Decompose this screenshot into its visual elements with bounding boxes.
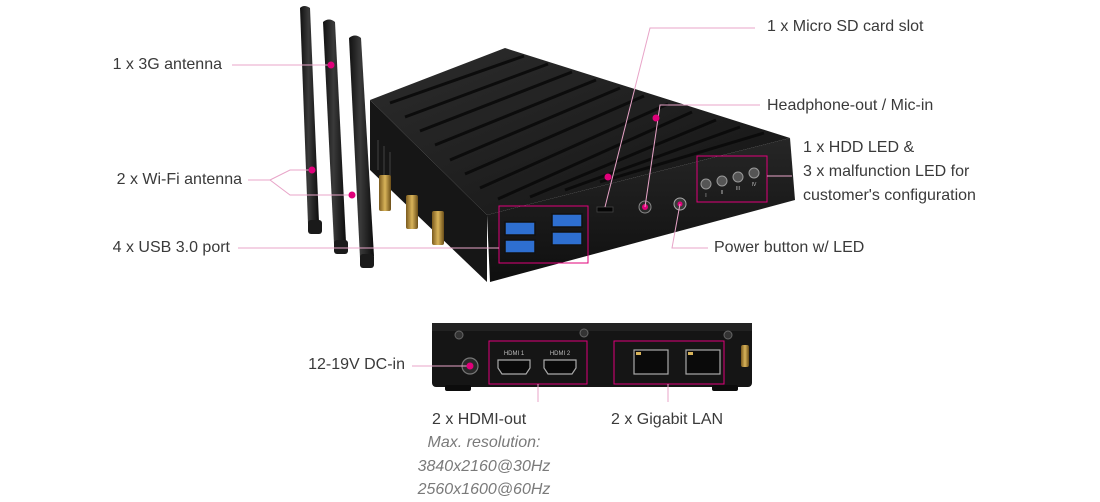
lan-port-2-led	[688, 352, 693, 355]
callout-dot	[348, 191, 356, 199]
label-3g-antenna: 1 x 3G antenna	[112, 56, 222, 73]
callout-wifi-2	[269, 169, 312, 181]
label-hdmi: 2 x HDMI-out	[432, 411, 527, 428]
antennas	[300, 6, 374, 268]
hdmi-note-line2: 2560x1600@60Hz	[417, 481, 551, 498]
hdmi1-label: HDMI 1	[504, 351, 525, 357]
led	[716, 175, 728, 187]
mini-pc-perspective	[300, 6, 795, 282]
device-left-side	[370, 100, 487, 282]
label-headphone: Headphone-out / Mic-in	[767, 97, 934, 114]
callout-dot	[466, 362, 474, 370]
lan-port-1-led	[636, 352, 641, 355]
hdmi-note-title: Max. resolution:	[427, 434, 541, 451]
side-sma-connector	[741, 345, 749, 367]
led	[700, 178, 712, 190]
callout-dots-top	[308, 61, 660, 199]
callout-headphone	[644, 104, 760, 208]
label-leds: 1 x HDD LED & 3 x malfunction LED for cu…	[803, 139, 976, 204]
antenna-hinge	[334, 240, 348, 254]
callout-lines-top	[232, 27, 792, 249]
hdmi-note-line1: 3840x2160@30Hz	[417, 458, 551, 475]
led-mark: II	[721, 190, 724, 196]
usb-highlight-box	[498, 205, 589, 264]
antenna-hinge	[360, 254, 374, 268]
usb-port	[551, 231, 583, 246]
callout-dot	[308, 166, 316, 174]
foot	[712, 385, 738, 391]
led	[732, 171, 744, 183]
rear-panel-top-strip	[432, 323, 752, 331]
lan-highlight-box	[613, 340, 725, 385]
callout-lines-bottom	[412, 365, 669, 402]
hdmi-port-2	[543, 359, 577, 375]
antenna-3g	[323, 19, 346, 248]
usb-port	[504, 239, 536, 254]
usb-port	[504, 221, 536, 236]
callout-dot	[604, 173, 612, 181]
label-dc-in: 12-19V DC-in	[308, 356, 405, 373]
hdmi2-label: HDMI 2	[550, 351, 571, 357]
sma-connector	[432, 211, 444, 245]
status-leds	[696, 155, 768, 203]
callout-dot	[652, 114, 660, 122]
callout-sd	[604, 27, 755, 208]
heatsink-fins	[389, 54, 765, 201]
sma-connector	[406, 195, 418, 229]
sma-connector	[379, 175, 391, 211]
led-mark: IV	[752, 182, 757, 188]
label-wifi-antenna: 2 x Wi-Fi antenna	[116, 171, 242, 188]
callout-power	[671, 203, 708, 249]
screw	[723, 330, 733, 340]
antenna-wifi-left	[300, 6, 319, 228]
label-power-button: Power button w/ LED	[714, 239, 865, 256]
led	[748, 167, 760, 179]
label-lan: 2 x Gigabit LAN	[611, 411, 724, 428]
screw	[579, 328, 589, 338]
foot	[445, 385, 471, 391]
antenna-connectors	[379, 175, 444, 245]
callout-wifi	[248, 179, 352, 196]
callout-dot	[327, 61, 335, 69]
usb-port-group	[498, 205, 589, 264]
hdmi-port-1	[497, 359, 531, 375]
antenna-hinge	[308, 220, 322, 234]
antenna-wifi-right	[349, 35, 374, 262]
label-usb-ports: 4 x USB 3.0 port	[112, 239, 230, 256]
micro-sd-slot	[596, 206, 614, 213]
rear-panel: HDMI 1 HDMI 2	[432, 323, 752, 391]
usb-port	[551, 213, 583, 228]
label-micro-sd: 1 x Micro SD card slot	[767, 18, 924, 35]
screw	[454, 330, 464, 340]
led-mark: III	[736, 186, 740, 192]
led-mark: I	[705, 193, 706, 199]
led-highlight-box	[696, 155, 768, 203]
